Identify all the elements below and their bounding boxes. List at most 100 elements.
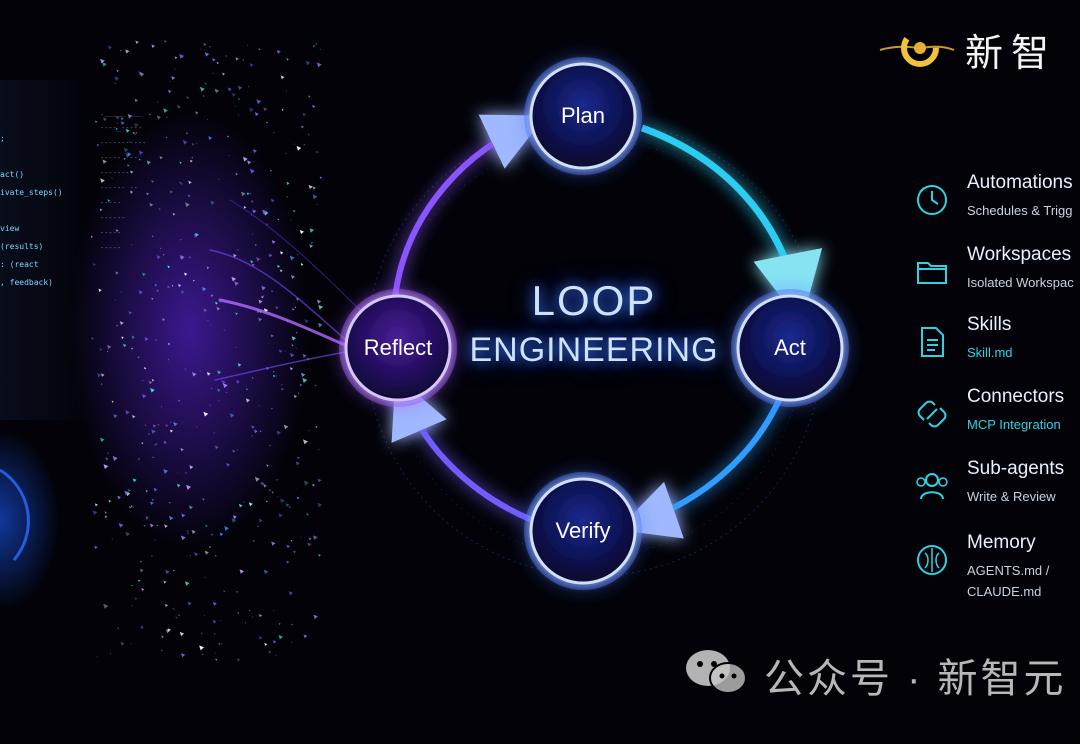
particle [142,394,147,399]
particle [177,283,182,288]
particle [287,213,289,215]
particle [278,349,283,353]
particle [132,131,136,135]
particle [203,43,207,47]
particle [235,57,239,61]
particle [203,614,206,617]
particle [130,170,134,174]
particle [252,539,255,543]
particle [141,442,144,445]
code-line: ._____ ___ [100,109,143,117]
particle [262,209,268,215]
particle [125,128,130,133]
particle [107,199,111,203]
particle [219,301,221,303]
feature-subtitle: AGENTS.md /CLAUDE.md [967,563,1050,599]
particle [100,383,103,385]
particle [104,515,108,519]
particle [271,407,273,410]
particle [249,107,255,113]
particle [203,411,209,417]
particle [296,496,300,500]
particle [138,457,141,461]
particle [174,56,178,60]
particle [171,285,174,287]
particle [302,353,307,358]
wechat-icon [686,650,747,694]
particle [187,530,189,532]
particle [134,98,138,103]
particle [283,424,289,430]
particle [165,136,168,139]
feature-title: Workspaces [967,244,1072,265]
feature-subtitle: Schedules & Trigg [967,203,1073,218]
particle [302,377,308,383]
particle [181,653,186,658]
diagram-title-line1: LOOP [531,277,657,324]
users-icon [916,473,948,500]
code-line: act() [0,170,25,179]
particle [161,649,163,652]
particle [155,442,158,445]
node-plan [529,62,637,170]
particle [111,177,113,180]
particle [168,342,171,346]
code-line: ----- [100,229,122,237]
particle [103,464,109,470]
particle [213,432,216,434]
particle [146,160,151,165]
particle [101,373,105,377]
particle [209,546,212,548]
particle [115,229,119,232]
particle [120,121,125,126]
particle [163,108,168,113]
particle [100,58,105,64]
code-line: : (react [0,260,39,269]
particle [138,579,141,582]
node-act-label: Act [774,335,806,360]
particle [193,233,198,238]
particle [135,40,139,45]
particle [173,422,178,427]
particle [131,335,136,340]
particle [146,192,149,196]
particle [144,424,147,427]
particle [263,107,268,112]
feature-title: Automations [967,172,1073,193]
particle [318,304,324,310]
particle [221,380,227,385]
particle [188,505,194,510]
particle [263,569,269,575]
particle [318,448,320,451]
particle [286,560,290,564]
particle [132,478,137,483]
particle [293,143,295,145]
feature-subtitle: MCP Integration [967,417,1061,432]
particle [171,76,176,80]
particle [308,184,313,190]
particle [204,576,206,579]
particle [221,643,223,645]
particle [154,284,158,287]
particle [139,560,143,563]
particle [202,498,205,501]
particle [194,552,199,557]
particle [127,488,132,493]
particle [174,68,176,70]
particle [107,45,112,50]
feature-subtitle: Isolated Workspac [967,275,1074,290]
particle [316,204,318,206]
particle [212,58,216,62]
node-act [736,294,844,402]
particle [289,255,295,261]
particle [299,383,303,387]
particle [169,501,171,504]
particle [218,642,221,646]
particle [291,308,295,311]
particle [271,491,274,494]
particle [252,233,254,235]
particle [207,319,209,321]
particle [94,545,98,550]
particle [303,634,308,639]
particle [278,622,281,625]
